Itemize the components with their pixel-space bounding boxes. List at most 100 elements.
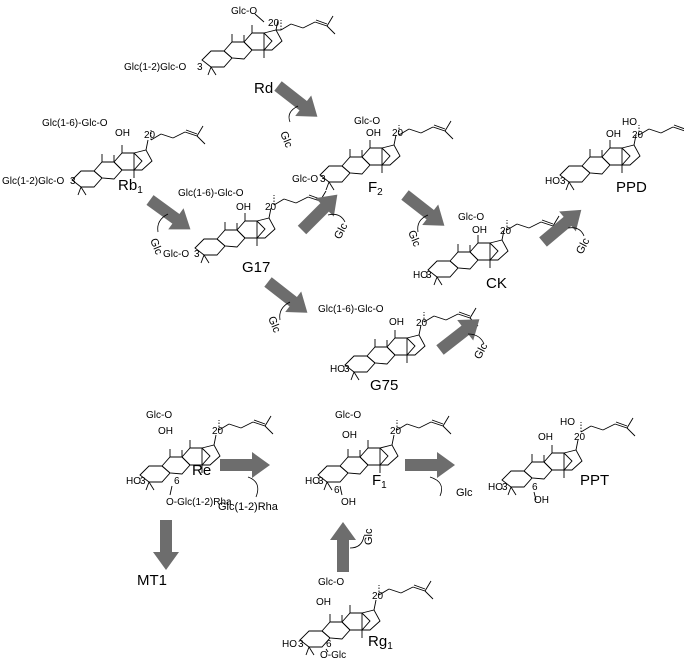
ppt-c3-position: 3 [502, 482, 508, 493]
ppt-c20-position: 20 [574, 432, 586, 443]
ppd-c20-position: 20 [632, 130, 644, 141]
compound-ppd: HO 20 OH HO 3 PPD [545, 117, 684, 196]
rg1-c6-substituent: O-Glc [320, 650, 346, 660]
compound-ppt: HO 20 OH HO 3 6 OH PPT [488, 417, 636, 506]
g17-c3-substituent: Glc-O [163, 249, 189, 260]
ppt-c20-substituent: HO [560, 417, 575, 428]
released-glc-g17-g75: Glc [265, 315, 282, 335]
f1-c20-substituent: Glc-O [335, 410, 361, 421]
f1-c3-substituent: HO [305, 476, 320, 487]
g75-c20-position: 20 [416, 318, 428, 329]
rg1-oh12: OH [316, 597, 331, 608]
released-glc-rb1-g17: Glc [147, 237, 164, 257]
rg1-c6-position: 6 [326, 639, 332, 650]
ppt-c3-substituent: HO [488, 482, 503, 493]
ppt-c6-substituent: OH [534, 495, 549, 506]
f2-oh12: OH [366, 128, 381, 139]
f1-c6-position: 6 [334, 485, 340, 496]
ppd-c20-substituent: HO [622, 117, 637, 128]
rb1-name: Rb1 [118, 177, 143, 196]
f2-c20-position: 20 [392, 128, 404, 139]
g17-c3-position: 3 [194, 249, 200, 260]
f1-c20-position: 20 [390, 426, 402, 437]
ck-c20-position: 20 [500, 226, 512, 237]
g75-c3-substituent: HO [330, 364, 345, 375]
re-c20-position: 20 [212, 426, 224, 437]
f2-c3-substituent: Glc-O [292, 174, 318, 185]
compound-re: Glc-O 20 OH HO 3 6 O-Glc(1-2)Rha Re [126, 410, 274, 508]
g17-name: G17 [242, 259, 270, 276]
compound-rd: Glc(1-2)Glc-O 3 Glc-O 20 Rd [124, 6, 336, 97]
rb1-c3-substituent: Glc(1-2)Glc-O [2, 176, 64, 187]
g17-oh12: OH [236, 202, 251, 213]
re-oh12: OH [158, 426, 173, 437]
arrow-g17-to-g75 [259, 271, 316, 324]
f1-oh12: OH [342, 430, 357, 441]
rg1-c20-substituent: Glc-O [318, 577, 344, 588]
compound-rg1: Glc-O 20 OH HO 3 6 O-Glc Rg1 [282, 577, 434, 660]
rd-c3-position: 3 [197, 62, 203, 73]
rb1-oh12: OH [115, 128, 130, 139]
arrow-re-to-f1 [220, 452, 270, 478]
rb1-c20-position: 20 [144, 130, 156, 141]
g75-c20-substituent: Glc(1-6)-Glc-O [318, 304, 384, 315]
g75-name: G75 [370, 377, 398, 394]
re-c3-position: 3 [140, 476, 146, 487]
released-glc-f2-ck: Glc [405, 229, 422, 249]
compound-f1: Glc-O 20 OH HO 3 6 OH F1 [305, 410, 452, 508]
re-c3-substituent: HO [126, 476, 141, 487]
compound-g75: Glc(1-6)-Glc-O 20 OH HO 3 G75 [318, 304, 479, 394]
ppd-oh12: OH [606, 129, 621, 140]
re-name: Re [192, 462, 211, 479]
g17-c20-position: 20 [265, 202, 277, 213]
rd-name: Rd [254, 80, 273, 97]
f2-c3-position: 3 [320, 174, 326, 185]
rd-c20-substituent: Glc-O [231, 6, 257, 17]
rg1-c3-substituent: HO [282, 639, 297, 650]
arrow-f1-to-ppt [405, 452, 455, 478]
ck-c20-substituent: Glc-O [458, 212, 484, 223]
compound-rb1: Glc(1-6)-Glc-O 20 OH Glc(1-2)Glc-O 3 Rb1 [2, 118, 206, 196]
ppd-c3-position: 3 [560, 176, 566, 187]
ppt-c6-position: 6 [532, 482, 538, 493]
re-c6-position: 6 [174, 476, 180, 487]
arrow-rg1-to-f1 [330, 522, 356, 572]
ppt-oh12: OH [538, 432, 553, 443]
ck-name: CK [486, 275, 507, 292]
rg1-c20-position: 20 [372, 591, 384, 602]
f2-name: F2 [368, 179, 383, 198]
compound-f2: Glc-O 20 OH Glc-O 3 F2 [292, 116, 454, 198]
rd-c20-position: 20 [268, 18, 280, 29]
compound-g17: Glc(1-6)-Glc-O 20 OH Glc-O 3 G17 [163, 188, 329, 276]
rg1-c3-position: 3 [298, 639, 304, 650]
ppt-name: PPT [580, 472, 609, 489]
arrow-re-to-mt1 [153, 520, 179, 570]
f1-c3-position: 3 [318, 476, 324, 487]
mt1-name: MT1 [137, 572, 167, 589]
re-c20-substituent: Glc-O [146, 410, 172, 421]
released-glc-rd-f2: Glc [277, 130, 294, 150]
rd-c3-substituent: Glc(1-2)Glc-O [124, 62, 186, 73]
ck-c3-substituent: HO [413, 270, 428, 281]
rb1-c20-substituent: Glc(1-6)-Glc-O [42, 118, 108, 129]
re-c6-substituent: O-Glc(1-2)Rha [166, 497, 232, 508]
released-glc-f1-ppt: Glc [456, 487, 473, 499]
rb1-c3-position: 3 [70, 176, 76, 187]
g75-oh12: OH [389, 317, 404, 328]
g75-c3-position: 3 [344, 364, 350, 375]
released-glc-rg1-f1: Glc [363, 528, 375, 545]
released-glc-g17-f2: Glc [332, 221, 351, 242]
f1-c6-substituent: OH [341, 497, 356, 508]
rg1-name: Rg1 [368, 633, 393, 652]
f2-c20-substituent: Glc-O [354, 116, 380, 127]
released-glc-g75-ck: Glc [472, 341, 491, 362]
arrow-f2-to-ck [396, 184, 453, 237]
released-glcrha-re-f1: Glc(1-2)Rha [218, 501, 279, 513]
arrow-rd-to-f2 [269, 75, 326, 128]
ppd-name: PPD [616, 179, 647, 196]
released-glc-ck-ppd: Glc [574, 236, 593, 257]
g17-c20-substituent: Glc(1-6)-Glc-O [178, 188, 244, 199]
ck-oh12: OH [472, 225, 487, 236]
ck-c3-position: 3 [426, 270, 432, 281]
